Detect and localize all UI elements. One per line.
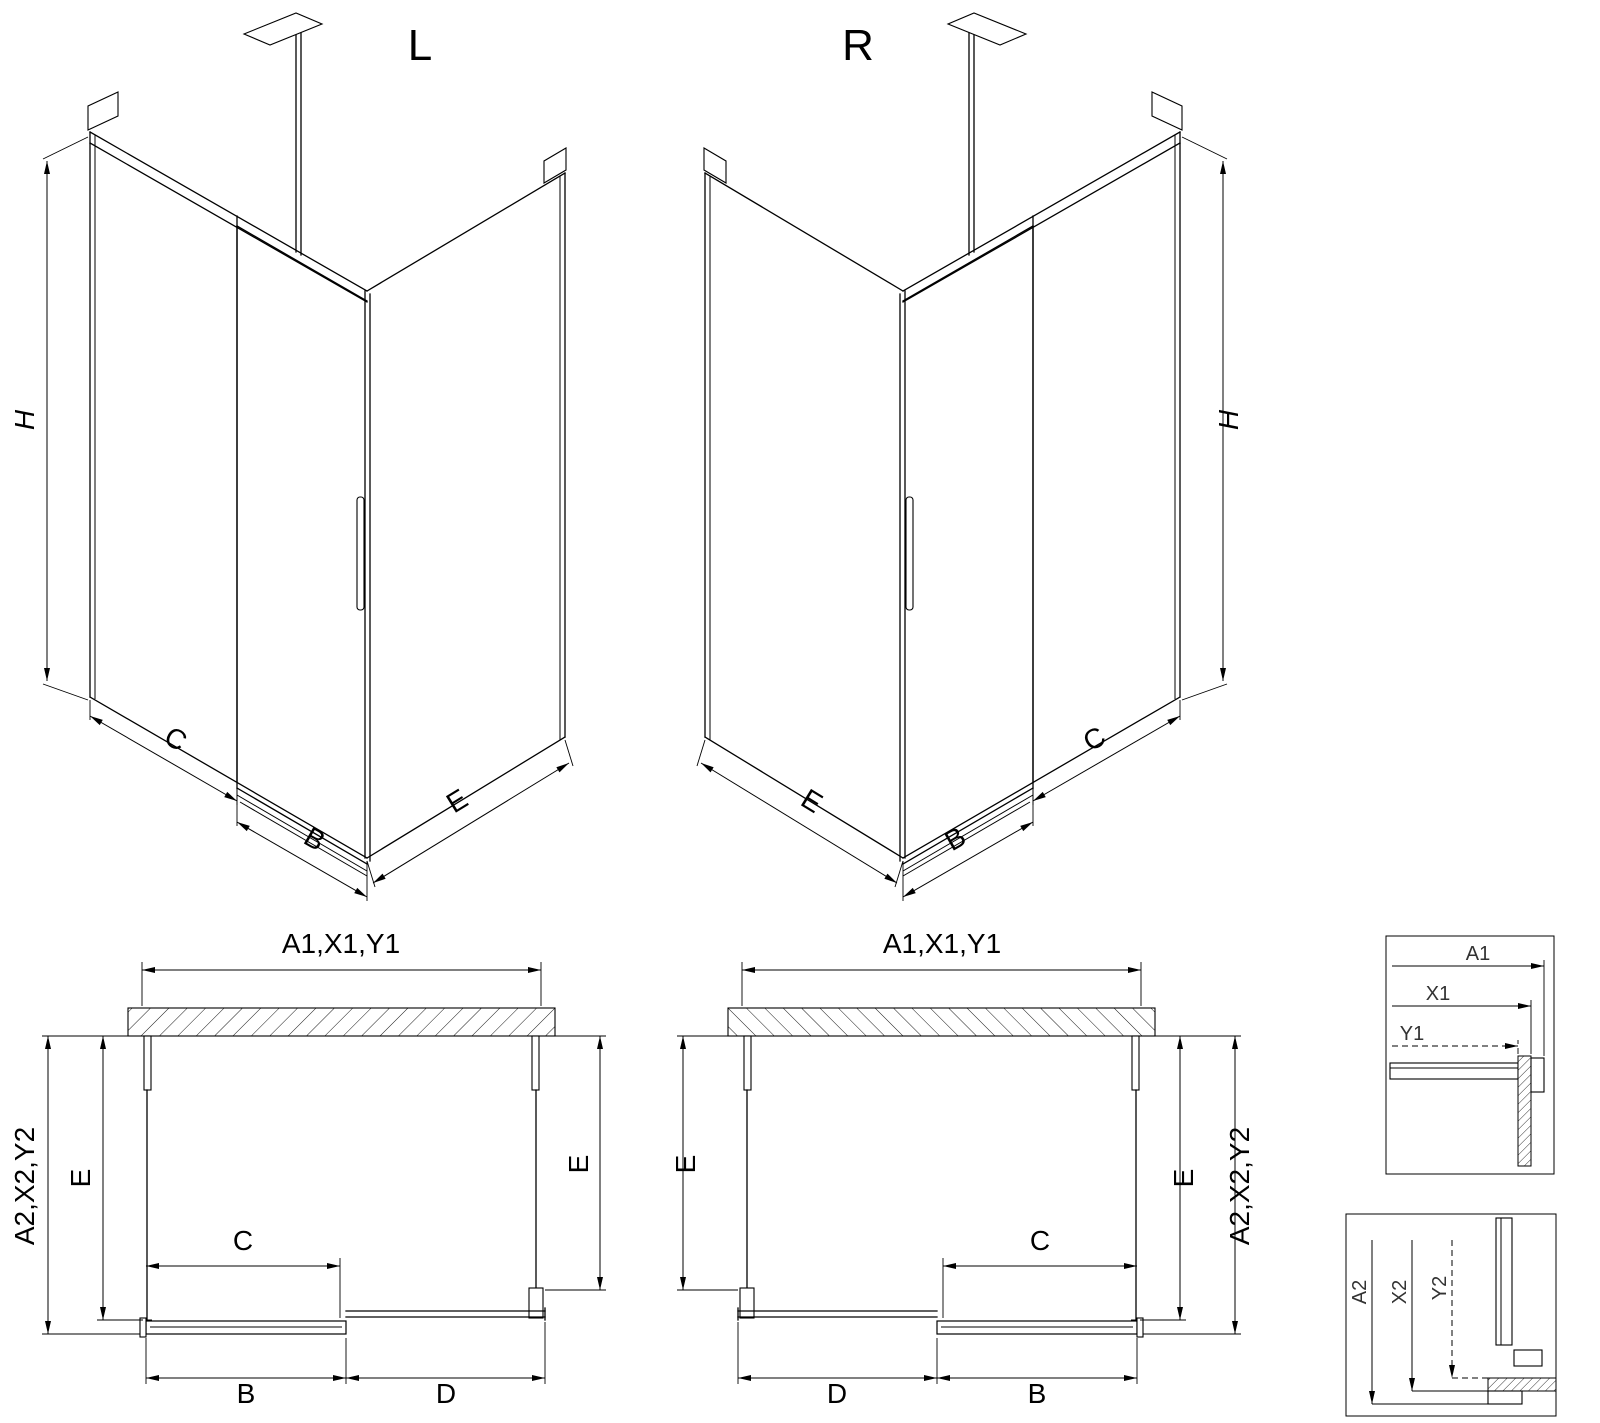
plan-left-depth-outer-label: A2,X2,Y2 — [9, 1127, 40, 1245]
detail-top-y1-label: Y1 — [1400, 1023, 1424, 1045]
detail-bottom-bracket — [1513, 1349, 1543, 1367]
wall-bracket-left — [87, 91, 119, 131]
plan-structure — [42, 962, 606, 1384]
detail-bottom-wall-profile — [1495, 1217, 1513, 1346]
detail-corner-top: A1 X1 Y1 — [1385, 935, 1555, 1175]
top-track — [89, 131, 368, 292]
plan-structure-right — [677, 962, 1241, 1384]
dim-line-door — [236, 821, 368, 898]
dim-label-side-right: E — [796, 783, 828, 819]
wall-section-hatched — [127, 1007, 556, 1037]
plan-right-width-label: A1,X1,Y1 — [883, 928, 1001, 959]
detail-corner-bottom: A2 X2 Y2 — [1345, 1213, 1557, 1417]
plan-left-width-label: A1,X1,Y1 — [282, 928, 400, 959]
detail-top-x1-label: X1 — [1426, 983, 1450, 1005]
plan-right-depth-outer-label: A2,X2,Y2 — [1224, 1127, 1255, 1245]
ceiling-bracket — [242, 12, 324, 46]
wall-bracket-right — [543, 147, 567, 184]
iso-structure — [42, 12, 574, 901]
detail-bottom-frame — [1345, 1213, 1557, 1417]
iso-structure-right — [697, 13, 1227, 901]
wall-profile-right — [531, 1035, 540, 1091]
detail-top-glass — [1517, 1055, 1532, 1167]
plan-left-depth-left-label: E — [65, 1169, 96, 1188]
corner-post-plan — [528, 1287, 544, 1319]
plan-left-door-label: B — [237, 1378, 256, 1409]
detail-top-clamp — [1530, 1057, 1545, 1093]
plan-right-depth-right-label: E — [1168, 1169, 1199, 1188]
variant-label-right: R — [842, 21, 874, 70]
detail-bottom-clamp — [1487, 1390, 1523, 1405]
side-panel — [366, 172, 566, 292]
plan-left-opening-label: C — [233, 1225, 253, 1256]
plan-left-fixed-label: D — [436, 1378, 456, 1409]
variant-label-left: L — [408, 21, 432, 70]
detail-bottom-a2-label: A2 — [1349, 1280, 1371, 1304]
wall-profile-left — [143, 1035, 152, 1091]
detail-bottom-y2-label: Y2 — [1429, 1276, 1451, 1300]
detail-top-wall-profile — [1389, 1062, 1519, 1080]
dim-line-side — [372, 762, 570, 884]
door-panel — [236, 225, 368, 302]
dim-label-fixed-right: C — [1078, 720, 1111, 757]
dim-label-side-left: E — [441, 783, 473, 819]
detail-bottom-glass — [1487, 1377, 1557, 1392]
detail-top-frame — [1385, 935, 1555, 1175]
detail-bottom-x2-label: X2 — [1389, 1280, 1411, 1304]
plan-right-fixed-label: D — [827, 1378, 847, 1409]
door-handle — [356, 496, 365, 611]
detail-top-a1-label: A1 — [1466, 943, 1490, 965]
plan-left-depth-right-label: E — [563, 1155, 594, 1174]
dim-label-height-left: H — [9, 409, 40, 430]
door-end-cap — [139, 1317, 147, 1338]
plan-right-door-label: B — [1028, 1378, 1047, 1409]
dim-label-fixed-left: C — [159, 720, 192, 757]
plan-right-opening-label: C — [1030, 1225, 1050, 1256]
dim-label-height-right: H — [1213, 409, 1244, 430]
plan-right-depth-left-label: E — [670, 1155, 701, 1174]
dim-line-fixed — [89, 715, 238, 802]
